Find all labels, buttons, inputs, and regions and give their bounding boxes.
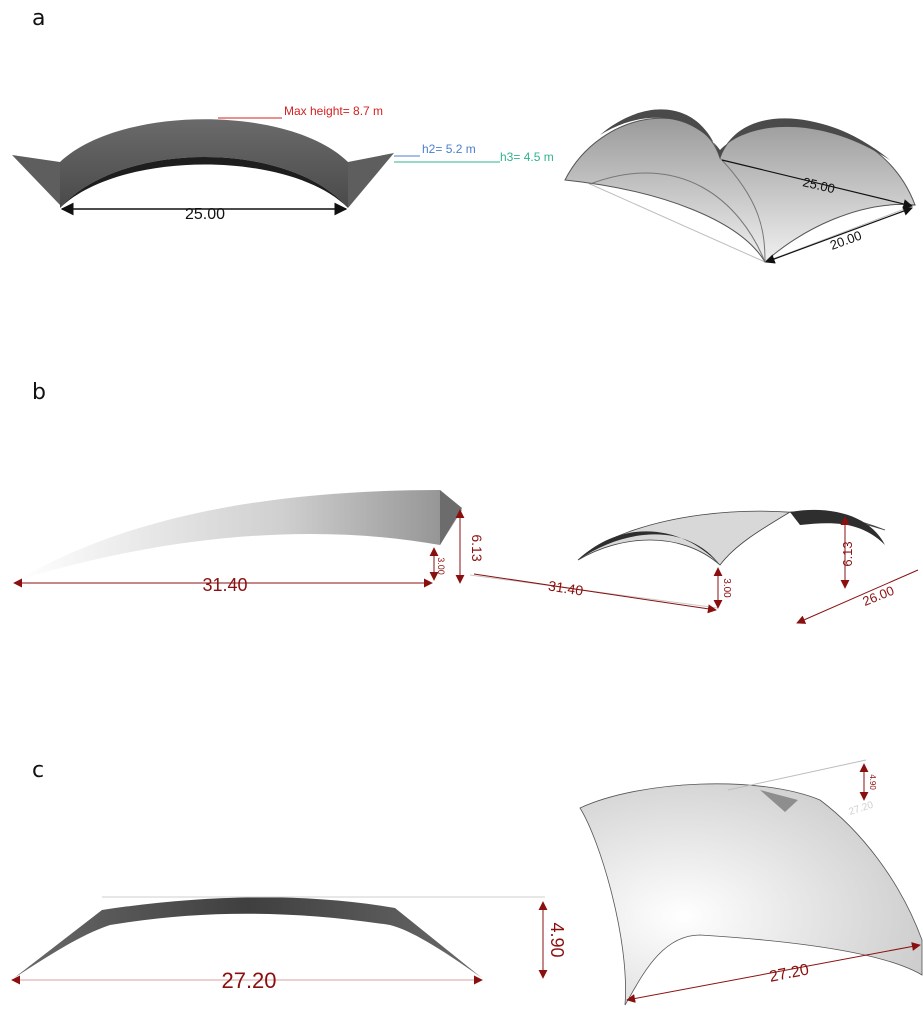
span-label: 25.00 — [185, 206, 225, 223]
low-height-label: 3.00 — [721, 578, 732, 598]
arch-underside — [60, 157, 348, 208]
shell-surface — [579, 783, 923, 1006]
panel-b-right-view: 31.40 3.00 6.13 26.00 — [473, 509, 919, 624]
span-b-label: 26.00 — [860, 583, 896, 609]
span-b-line — [765, 206, 913, 264]
h3-label: h3= 4.5 m — [500, 150, 554, 164]
span-a-label: 31.40 — [547, 577, 584, 598]
max-height-label: Max height= 8.7 m — [284, 104, 383, 118]
low-height-label: 3.00 — [436, 557, 446, 575]
left-wing — [12, 155, 60, 205]
h2-label: h2= 5.2 m — [422, 142, 476, 156]
span-a-line — [721, 159, 913, 209]
shell-surface — [14, 897, 482, 978]
span-b-line — [796, 569, 919, 624]
height-label: 6.13 — [469, 534, 485, 561]
shell-fold — [760, 790, 798, 812]
panel-letter-a: a — [32, 6, 46, 31]
span-label: 27.20 — [768, 961, 811, 985]
span-a-line — [473, 573, 717, 614]
shell-dark-right — [790, 509, 885, 545]
panel-c-left-view: 27.20 4.90 — [11, 896, 567, 993]
shell-surface — [18, 490, 462, 580]
panel-letter-b: b — [32, 380, 46, 405]
span-a-label: 25.00 — [801, 174, 836, 196]
faint-label: 27.20 — [848, 800, 876, 818]
span-line — [626, 942, 921, 1003]
height-label: 4.90 — [868, 774, 877, 790]
panel-a-left-view: 25.00 Max height= 8.7 m h2= 5.2 m h3= 4.… — [12, 104, 554, 223]
diagonal-rib-1 — [589, 172, 766, 263]
panel-a-right-view: 25.00 20.00 — [564, 109, 917, 264]
span-label: 31.40 — [202, 575, 247, 595]
height-label: 6.13 — [840, 541, 855, 566]
diagonal-rib-2 — [719, 157, 766, 263]
panel-b-left-view: 31.40 6.13 3.00 — [13, 490, 719, 609]
arch-surface — [60, 119, 348, 208]
panel-letter-c: c — [32, 758, 45, 783]
shell-dark-left — [578, 531, 720, 565]
span-label: 27.20 — [221, 968, 276, 993]
shell-edge — [440, 490, 462, 545]
panel-c-right-view: 4.90 27.20 27.20 — [579, 759, 923, 1006]
right-wing — [348, 153, 394, 208]
span-b-label: 20.00 — [828, 228, 864, 253]
top-reference-line — [727, 759, 867, 791]
height-label: 4.90 — [547, 922, 567, 957]
